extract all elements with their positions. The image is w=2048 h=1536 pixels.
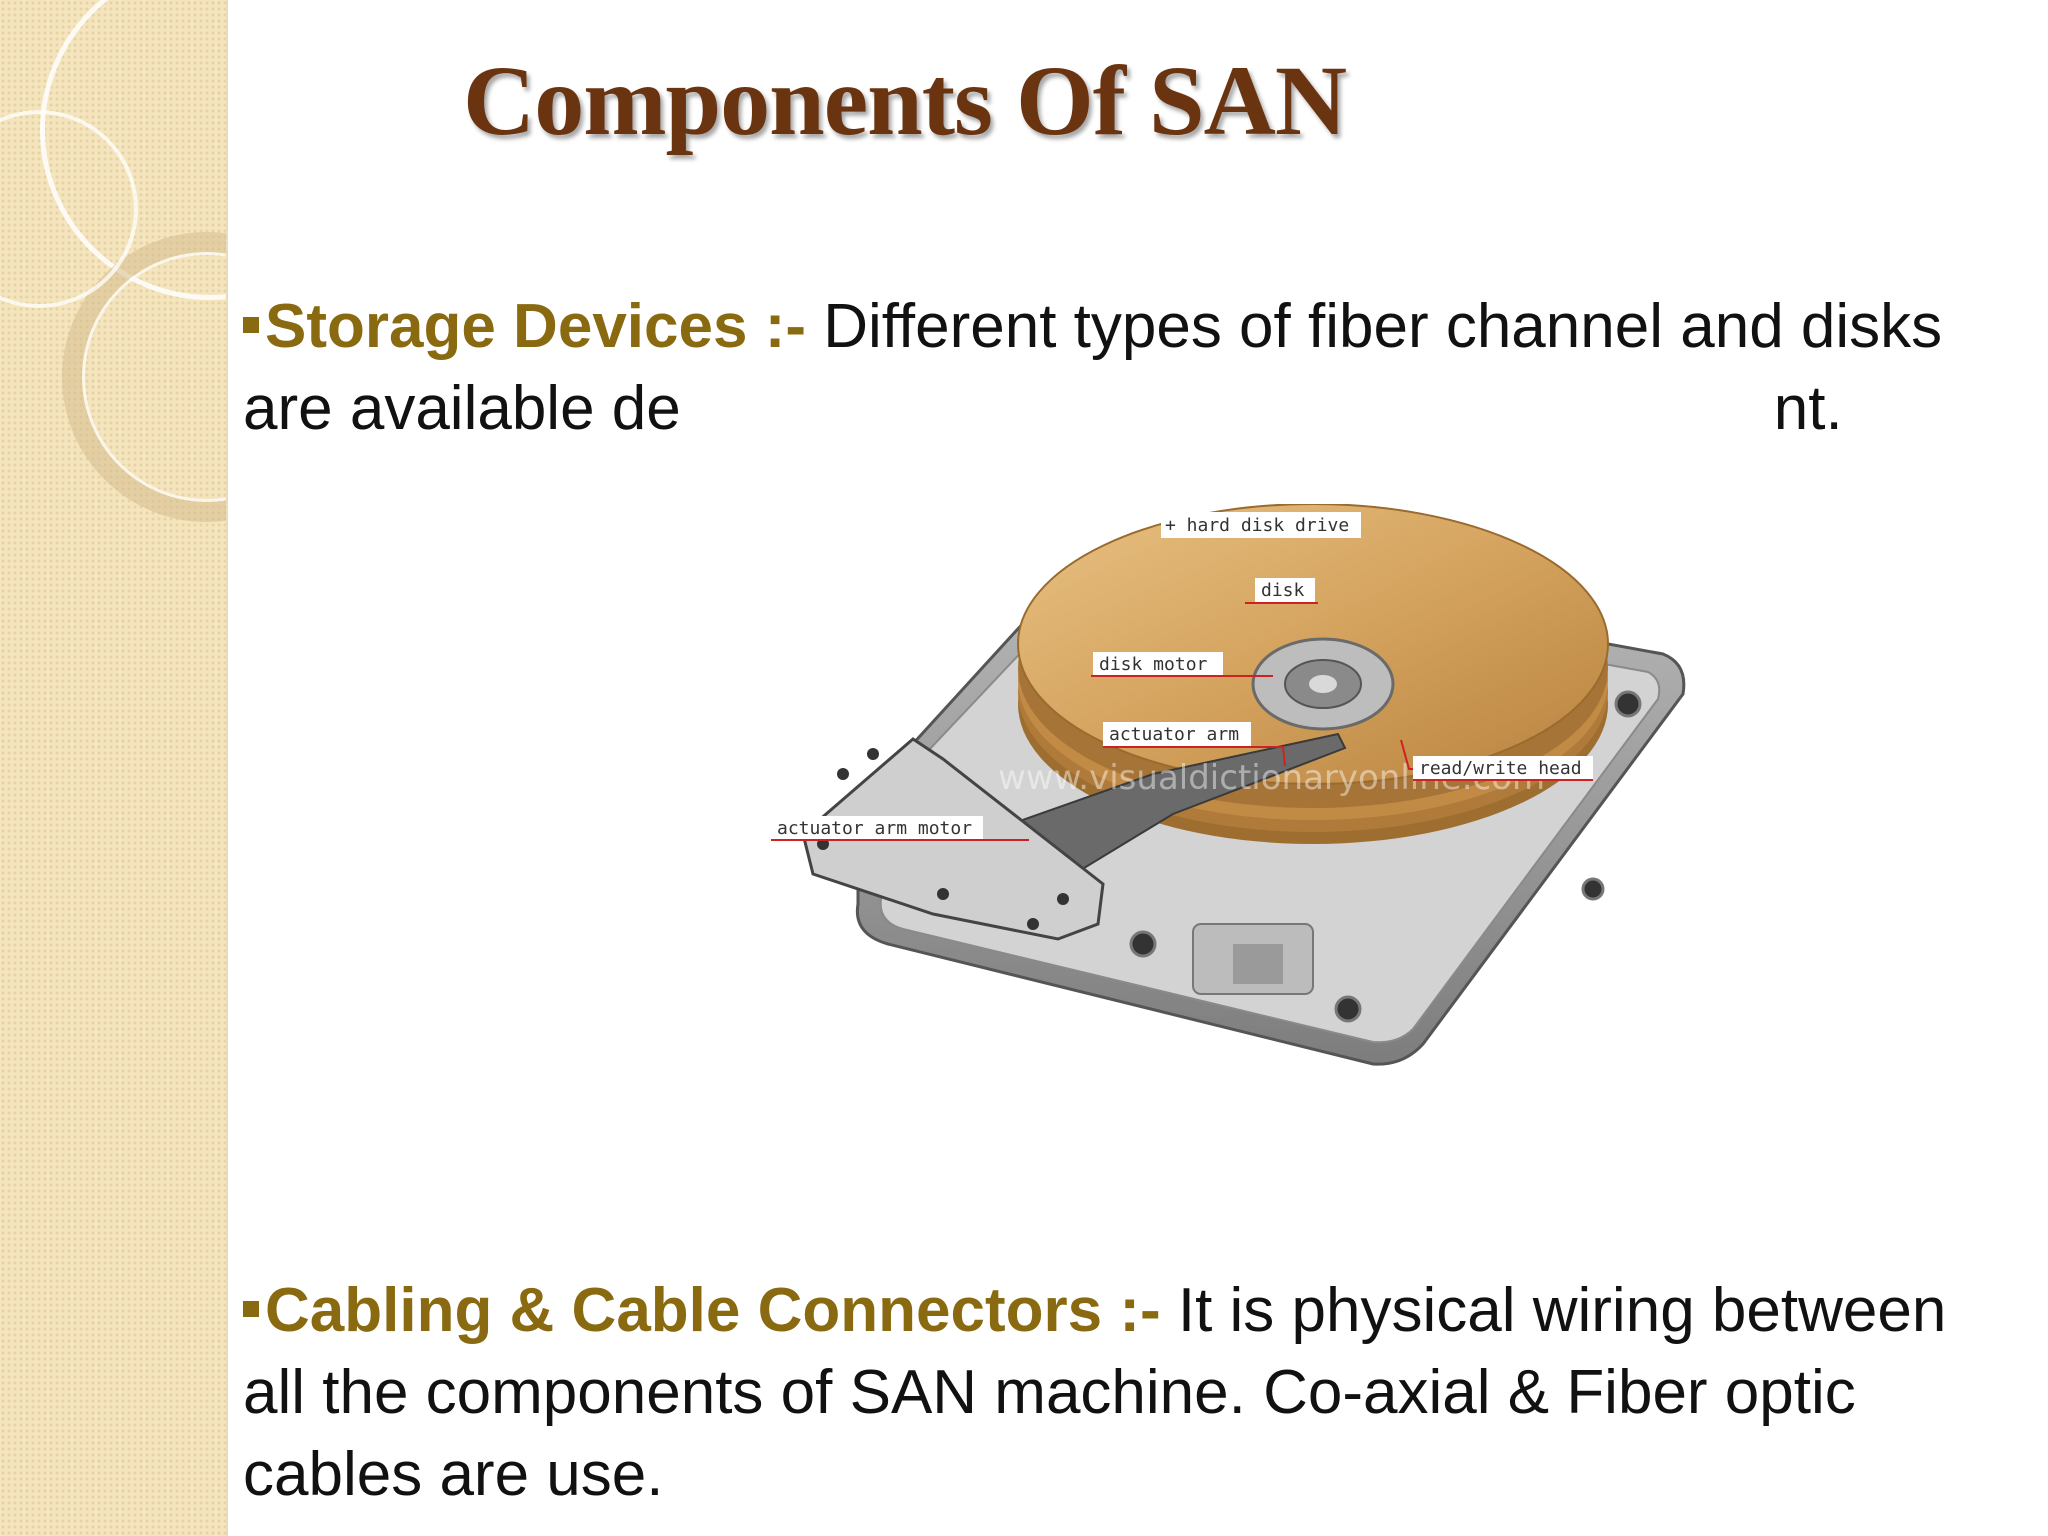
bullet-cabling-connectors: Cabling & Cable Connectors :- It is phys… (243, 1270, 2003, 1516)
bullet-marker-icon (243, 1301, 259, 1317)
bullet-text-continued: are available de (243, 374, 681, 443)
label-hard-disk-drive: + hard disk drive (1161, 512, 1361, 538)
decorative-side-panel (0, 0, 228, 1536)
hard-disk-drive-svg: www.visualdictionaryonline.com + hard di… (771, 504, 1686, 1066)
connector-port (1233, 944, 1283, 984)
screw (937, 888, 949, 900)
svg-text:+ hard disk drive: + hard disk drive (1165, 515, 1349, 536)
label-actuator-arm-motor: actuator arm motor (771, 816, 1029, 841)
chassis-screw (1581, 877, 1605, 901)
svg-text:actuator arm: actuator arm (1109, 724, 1239, 745)
svg-text:disk: disk (1261, 580, 1305, 601)
chassis-screw (1129, 930, 1157, 958)
hard-disk-drive-illustration: www.visualdictionaryonline.com + hard di… (733, 504, 1705, 1088)
chassis-screw (1334, 995, 1362, 1023)
bullet-storage-devices: Storage Devices :- Different types of fi… (243, 286, 2003, 450)
label-disk: disk (1245, 578, 1318, 604)
label-disk-motor: disk motor (1091, 652, 1273, 677)
svg-text:read/write head: read/write head (1419, 758, 1582, 779)
bullet-marker-icon (243, 317, 259, 333)
slide-title: Components Of SAN (463, 45, 1347, 156)
label-actuator-arm: actuator arm (1103, 722, 1286, 767)
spindle-center (1309, 675, 1337, 693)
svg-text:disk motor: disk motor (1099, 654, 1208, 675)
screw (867, 748, 879, 760)
label-read-write-head: read/write head (1400, 739, 1593, 781)
screw (837, 768, 849, 780)
bullet-text: Different types of fiber channel and dis… (823, 292, 1943, 361)
svg-text:actuator arm motor: actuator arm motor (777, 818, 972, 839)
bullet-text-end: nt. (1773, 374, 1843, 443)
screw (1057, 893, 1069, 905)
bullet-term: Cabling & Cable Connectors :- (265, 1276, 1178, 1345)
bullet-text: It is physical wiring between all the co… (243, 1276, 1947, 1509)
screw (1027, 918, 1039, 930)
chassis-screw (1614, 690, 1642, 718)
bullet-term: Storage Devices :- (265, 292, 824, 361)
